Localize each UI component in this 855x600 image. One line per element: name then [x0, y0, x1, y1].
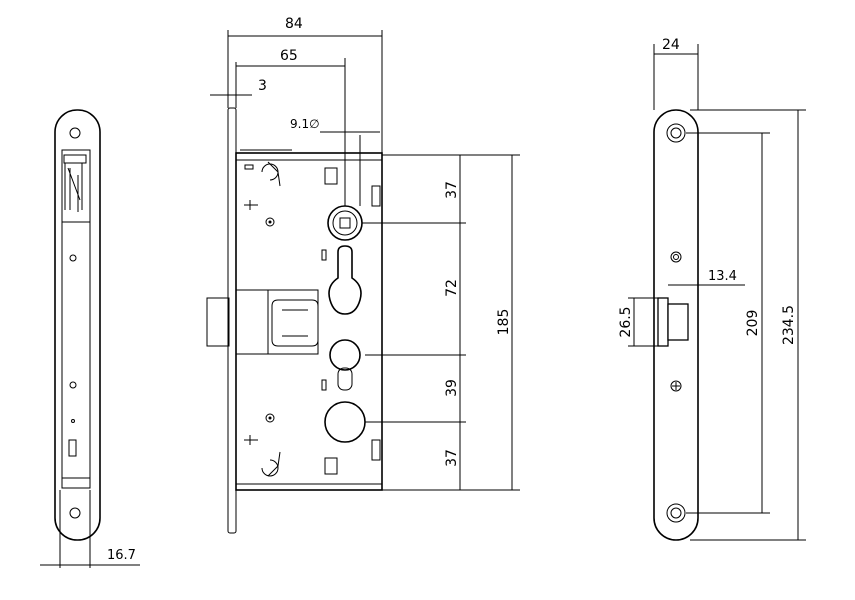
side-bottom-screw-hole — [69, 507, 81, 519]
latch-bolt — [206, 297, 230, 347]
cylinder-keyhole — [328, 245, 362, 315]
dim-spindle-to-cylinder: 72 — [444, 279, 460, 297]
dim-lower-to-bottom: 37 — [444, 449, 460, 467]
front-view: 84 65 3 9.1∅ 37 72 39 37 185 — [206, 16, 520, 534]
dim-faceplate-width: 24 — [662, 37, 680, 53]
dim-latch-height: 26.5 — [618, 306, 634, 337]
dim-faceplate-length: 234.5 — [781, 305, 797, 345]
face-latch — [657, 297, 669, 347]
side-view: 16.7 — [40, 109, 140, 568]
dim-screw-spacing: 209 — [745, 310, 761, 337]
dim-side-thickness: 16.7 — [107, 548, 136, 563]
dim-spindle: 9.1∅ — [290, 117, 320, 131]
face-bottom-screw-hole — [666, 503, 686, 523]
face-faceplate-outline — [653, 109, 699, 541]
dim-latch-projection: 13.4 — [708, 269, 737, 284]
dim-cylinder-to-lower: 39 — [444, 379, 460, 397]
dim-top-to-spindle: 37 — [444, 181, 460, 199]
side-faceplate-outline — [54, 109, 101, 541]
face-view: 24 13.4 26.5 209 234.5 — [618, 37, 806, 541]
dim-body-width: 84 — [285, 16, 303, 32]
dim-case-height: 185 — [496, 309, 512, 336]
dim-backset: 65 — [280, 48, 298, 64]
face-top-screw-hole — [666, 123, 686, 143]
lower-follower — [324, 401, 366, 443]
side-top-screw-hole — [69, 127, 81, 139]
side-case-body — [61, 149, 91, 489]
lower-cylinder-hole — [329, 339, 361, 371]
dim-faceplate-thickness: 3 — [258, 78, 267, 94]
